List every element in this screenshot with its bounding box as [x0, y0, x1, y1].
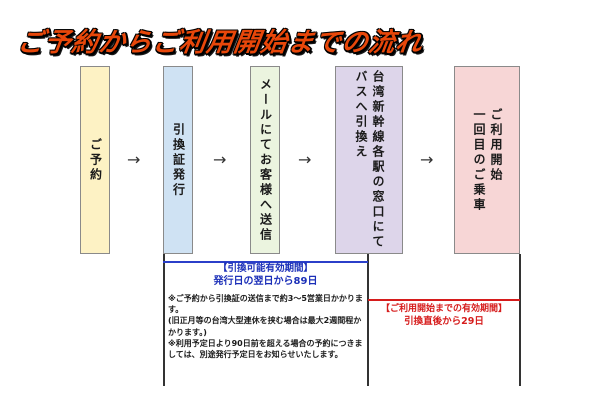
step-email-send: メールにてお客様へ送信 [250, 66, 280, 254]
use-validity-note: 【ご利用開始までの有効期間】 引換直後から29日 [368, 303, 520, 328]
voucher-validity-heading: 【引換可能有効期間】 [217, 263, 313, 274]
voucher-note-3: ※利用予定日より90日前を超える場合の予約につきましては、別途発行予定日をお知ら… [168, 338, 363, 360]
step-start-use-label: ご利用開始一回目のご乗車 [470, 108, 504, 213]
step-start-use-line1: ご利用開始 [489, 107, 503, 183]
voucher-validity-period: 発行日の翌日から89日 [213, 276, 318, 287]
step-reservation-label: ご予約 [88, 137, 103, 183]
use-validity-heading: 【ご利用開始までの有効期間】 [380, 304, 507, 314]
step-voucher-issue-label: 引換証発行 [171, 122, 186, 198]
use-start-line [519, 254, 521, 386]
exchange-line [367, 254, 369, 386]
use-validity-period: 引換直後から29日 [404, 316, 484, 327]
step-exchange-at-counter: 台湾新幹線各駅の窓口にてバスへ引換え [335, 66, 403, 254]
step-email-send-label: メールにてお客様へ送信 [258, 77, 273, 243]
step-start-use-line2: 一回目のご乗車 [472, 107, 486, 213]
voucher-period-bar [163, 261, 368, 263]
arrow-4: → [420, 150, 434, 169]
step-exchange-at-counter-label: 台湾新幹線各駅の窓口にてバスへ引換え [352, 70, 386, 250]
voucher-note-2: (旧正月等の台湾大型連休を挟む場合は最大2週間程かかります。) [168, 316, 362, 337]
voucher-note-1: ※ご予約から引換証の送信まで約3～5営業日かかります。 [168, 294, 363, 315]
voucher-validity-note: 【引換可能有効期間】 発行日の翌日から89日 ※ご予約から引換証の送信まで約3～… [163, 262, 368, 360]
use-period-bar [368, 299, 520, 301]
arrow-1: → [127, 150, 141, 169]
step-voucher-issue: 引換証発行 [163, 66, 193, 254]
step-exchange-line1: 台湾新幹線各駅の窓口にて [371, 70, 385, 250]
step-exchange-line2: バスへ引換え [354, 70, 368, 160]
page-title: ご予約からご利用開始までの流れ [15, 28, 425, 58]
voucher-validity-details: ※ご予約から引換証の送信まで約3～5営業日かかります。 (旧正月等の台湾大型連休… [163, 293, 368, 360]
arrow-3: → [298, 150, 312, 169]
arrow-2: → [213, 150, 227, 169]
step-start-use: ご利用開始一回目のご乗車 [454, 66, 520, 254]
voucher-period-start-line [163, 254, 165, 386]
step-reservation: ご予約 [80, 66, 110, 254]
